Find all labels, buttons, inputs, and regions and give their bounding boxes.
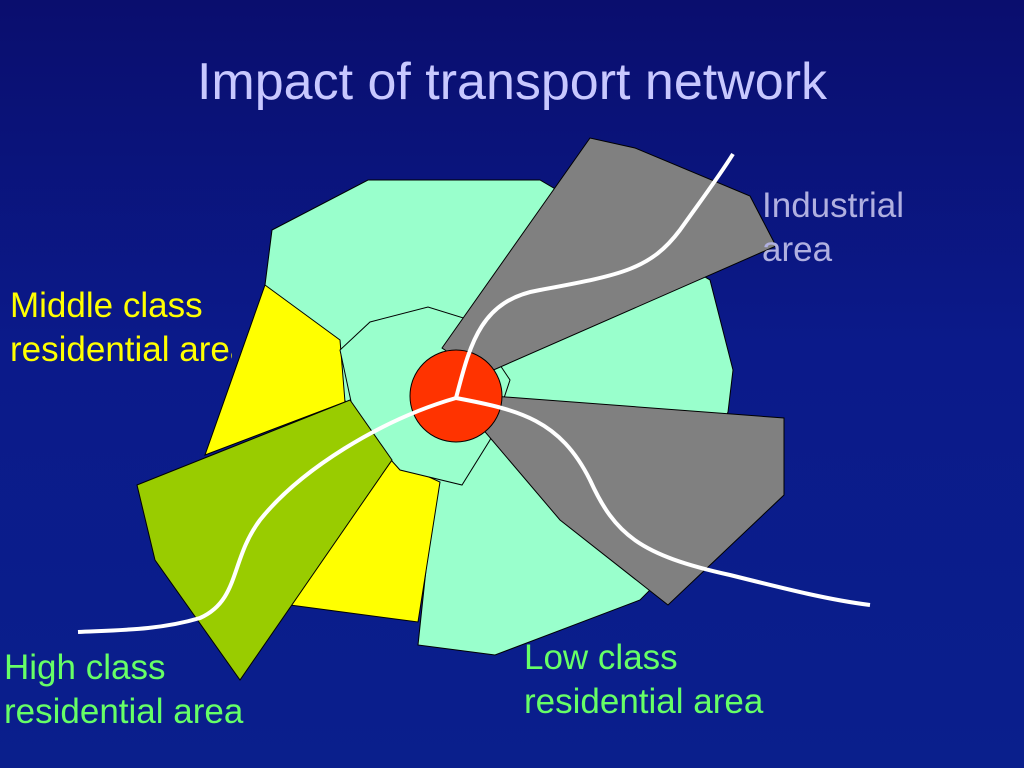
label-low-class-line2: residential area bbox=[524, 682, 764, 721]
label-high-class-line2: residential area bbox=[4, 692, 244, 731]
label-industrial-line2: area bbox=[762, 230, 833, 269]
label-low-class-residential: Low class residential area bbox=[524, 636, 763, 724]
route-south-west bbox=[77, 396, 457, 634]
label-industrial-line1: Industrial bbox=[762, 186, 905, 225]
label-middle-class-residential: Middle class residential area bbox=[10, 284, 232, 372]
slide-title: Impact of transport network bbox=[196, 53, 828, 111]
label-low-class-line1: Low class bbox=[524, 638, 678, 677]
route-north-east bbox=[454, 152, 735, 399]
label-high-class-line1: High class bbox=[4, 648, 166, 687]
label-industrial-area: Industrial area bbox=[762, 184, 904, 272]
zone-high-class-residential bbox=[136, 399, 393, 681]
label-middle-class-line1: Middle class bbox=[10, 286, 203, 325]
label-middle-class-line2: residential area bbox=[10, 330, 232, 369]
label-high-class-residential: High class residential area bbox=[4, 646, 243, 734]
route-south-east bbox=[455, 396, 871, 607]
